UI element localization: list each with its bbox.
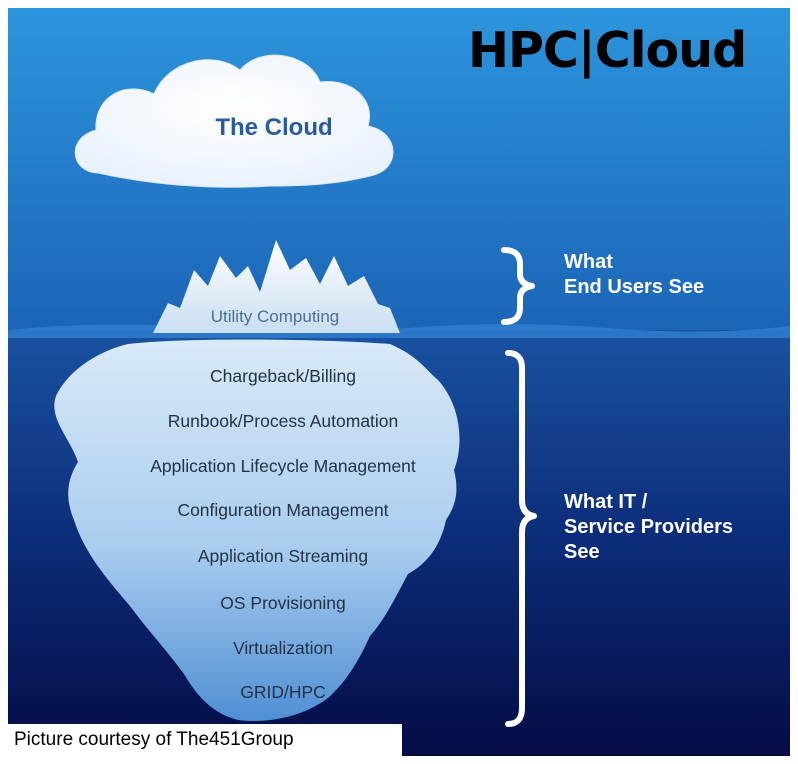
end-users-label-line: End Users See: [564, 276, 705, 298]
layer-label: Chargeback/Billing: [210, 366, 356, 386]
layer-label: GRID/HPC: [240, 682, 326, 702]
iceberg-illustration: The Cloud Utility Computing Chargeback/B…: [8, 8, 790, 756]
providers-label-line: What IT /: [564, 491, 648, 513]
layer-label: Virtualization: [233, 638, 333, 658]
iceberg-tip: [153, 240, 400, 333]
layer-label: Runbook/Process Automation: [167, 411, 399, 431]
layer-label: Application Streaming: [197, 546, 369, 566]
cloud-label: The Cloud: [215, 114, 333, 141]
layer-label: Application Lifecycle Management: [150, 456, 416, 476]
cloud: [74, 54, 394, 188]
end-users-label: What End Users See: [564, 250, 704, 300]
utility-computing-label: Utility Computing: [210, 307, 340, 326]
iceberg-body: [54, 339, 460, 722]
providers-label: What IT / Service Providers See: [564, 490, 733, 565]
layer-label: OS Provisioning: [220, 593, 346, 613]
providers-brace: [505, 350, 537, 727]
providers-label-line: Service Providers: [564, 516, 733, 538]
iceberg-graphic: [8, 8, 790, 756]
picture-credit: Picture courtesy of The451Group: [0, 724, 402, 756]
end-users-label-line: What: [564, 251, 613, 273]
brand-title: HPC|Cloud: [468, 22, 747, 79]
layer-label: Configuration Management: [177, 500, 389, 520]
providers-label-line: See: [564, 541, 600, 563]
end-users-brace: [501, 247, 535, 325]
